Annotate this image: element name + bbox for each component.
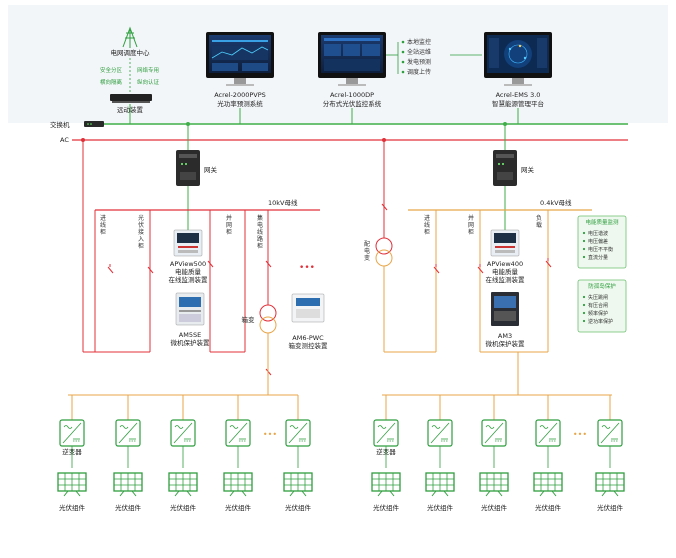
pv-links xyxy=(71,446,611,468)
anti-islanding-box xyxy=(577,279,627,333)
pv-label-2: 光伏组件 xyxy=(115,503,142,512)
am3-device xyxy=(491,292,519,326)
apview500-desc: 在线监测装置 xyxy=(169,275,209,284)
system-pvps-name: Acrel-2000PVPS xyxy=(214,91,266,99)
power-quality-title: 电能质量监测 xyxy=(585,218,619,226)
right-inverter-ellipsis: ••• xyxy=(573,430,587,439)
anti-islanding-title: 防孤岛保护 xyxy=(588,282,616,290)
island-item-undervoltage: 失压跳闸 xyxy=(588,294,608,301)
left-gateway-icon xyxy=(176,150,200,186)
pq-item-unbalance: 电压不平衡 xyxy=(588,246,613,253)
remote-device-icon xyxy=(110,94,152,103)
apview500-device xyxy=(173,229,203,257)
dispatch-center-icon xyxy=(122,26,138,48)
am5se-model: AM5SE xyxy=(179,331,201,339)
monitor-dp xyxy=(318,32,386,86)
island-item-reclose: 有压合闸 xyxy=(588,302,608,309)
box-transformer-icon xyxy=(259,304,277,334)
function-dispatch-upload: 调度上传 xyxy=(407,68,431,76)
network-switch-icon xyxy=(84,121,104,127)
am6-pwc-model: AM6-PWC xyxy=(292,334,324,342)
power-quality-box xyxy=(577,215,627,269)
pq-item-deviation: 电压偏差 xyxy=(588,238,608,245)
right-branch-grid: 并网柜 xyxy=(468,214,474,236)
right-busbar-label: 0.4kV母线 xyxy=(540,198,572,207)
right-branch-load: 负载 xyxy=(536,214,542,229)
left-busbar-label: 10kV母线 xyxy=(268,198,298,207)
function-forecast: 发电预测 xyxy=(407,58,431,66)
system-ems-name: Acrel-EMS 3.0 xyxy=(496,91,541,99)
right-pv-modules xyxy=(371,472,625,497)
right-gateway-label: 网关 xyxy=(521,165,535,174)
left-branch-pv-access: 光伏接入柜 xyxy=(138,214,144,250)
distribution-transformer-label: 配电变 xyxy=(364,241,370,262)
monitor-pvps xyxy=(206,32,274,86)
pv-label-7: 光伏组件 xyxy=(427,503,454,512)
am5se-device xyxy=(175,292,205,326)
apview400-model: APView400 xyxy=(487,260,523,268)
left-gateway-label: 网关 xyxy=(204,165,218,174)
pv-label-9: 光伏组件 xyxy=(535,503,562,512)
functions-list xyxy=(386,40,482,74)
function-local-monitor: 本地监控 xyxy=(407,38,431,46)
security-dedicated-network: 网络专用 xyxy=(137,66,159,74)
apview400-type: 电能质量 xyxy=(492,267,519,276)
apview400-device xyxy=(490,229,520,257)
left-inverter-ellipsis: ••• xyxy=(263,430,277,439)
left-branch-incoming-1: 进线柜 xyxy=(100,214,106,236)
island-item-frequency: 频率保护 xyxy=(588,310,608,317)
pv-label-3: 光伏组件 xyxy=(170,503,197,512)
pv-label-8: 光伏组件 xyxy=(481,503,508,512)
distribution-transformer-icon xyxy=(375,237,393,267)
left-ellipsis: ••• xyxy=(299,263,315,273)
pq-item-dc: 直流分量 xyxy=(588,254,608,261)
apview500-model: APView500 xyxy=(170,260,206,268)
pq-item-harmonic: 电压谐波 xyxy=(588,230,608,237)
system-ems-desc: 智慧能源管理平台 xyxy=(492,99,544,108)
system-dp-name: Acrel-1000DP xyxy=(330,91,374,99)
right-branch-incoming: 进线柜 xyxy=(424,214,430,236)
box-transformer-label: 箱变 xyxy=(242,315,256,324)
function-station-om: 全站运维 xyxy=(407,48,431,56)
am3-desc: 微机保护装置 xyxy=(486,339,526,348)
security-zoning: 安全分区 xyxy=(100,66,123,74)
system-pvps-desc: 光功率预测系统 xyxy=(217,99,263,108)
monitor-ems xyxy=(484,32,552,86)
left-pv-modules xyxy=(57,472,313,497)
ac-label: AC xyxy=(60,136,69,144)
security-horizontal-isolation: 横向隔离 xyxy=(100,78,123,86)
pv-label-10: 光伏组件 xyxy=(597,503,624,512)
am6-pwc-desc: 箱变测控装置 xyxy=(289,341,329,350)
am6-pwc-device xyxy=(291,293,325,323)
pv-label-5: 光伏组件 xyxy=(285,503,312,512)
left-branch-collector: 集电线路柜 xyxy=(257,214,263,250)
security-vertical-auth: 纵向认证 xyxy=(137,78,160,86)
dispatch-center-label: 电网调度中心 xyxy=(111,48,151,57)
apview500-type: 电能质量 xyxy=(175,267,202,276)
right-gateway-icon xyxy=(493,150,517,186)
am3-model: AM3 xyxy=(498,332,512,340)
am5se-desc: 微机保护装置 xyxy=(171,338,211,347)
pv-label-6: 光伏组件 xyxy=(373,503,400,512)
pv-label-1: 光伏组件 xyxy=(59,503,86,512)
island-item-reverse-power: 逆功率保护 xyxy=(588,318,613,325)
system-dp-desc: 分布式光伏监控系统 xyxy=(323,99,382,108)
apview400-desc: 在线监测装置 xyxy=(486,275,526,284)
switch-label: 交换机 xyxy=(50,120,70,129)
left-branch-grid: 并网柜 xyxy=(226,214,232,236)
pv-label-4: 光伏组件 xyxy=(225,503,252,512)
